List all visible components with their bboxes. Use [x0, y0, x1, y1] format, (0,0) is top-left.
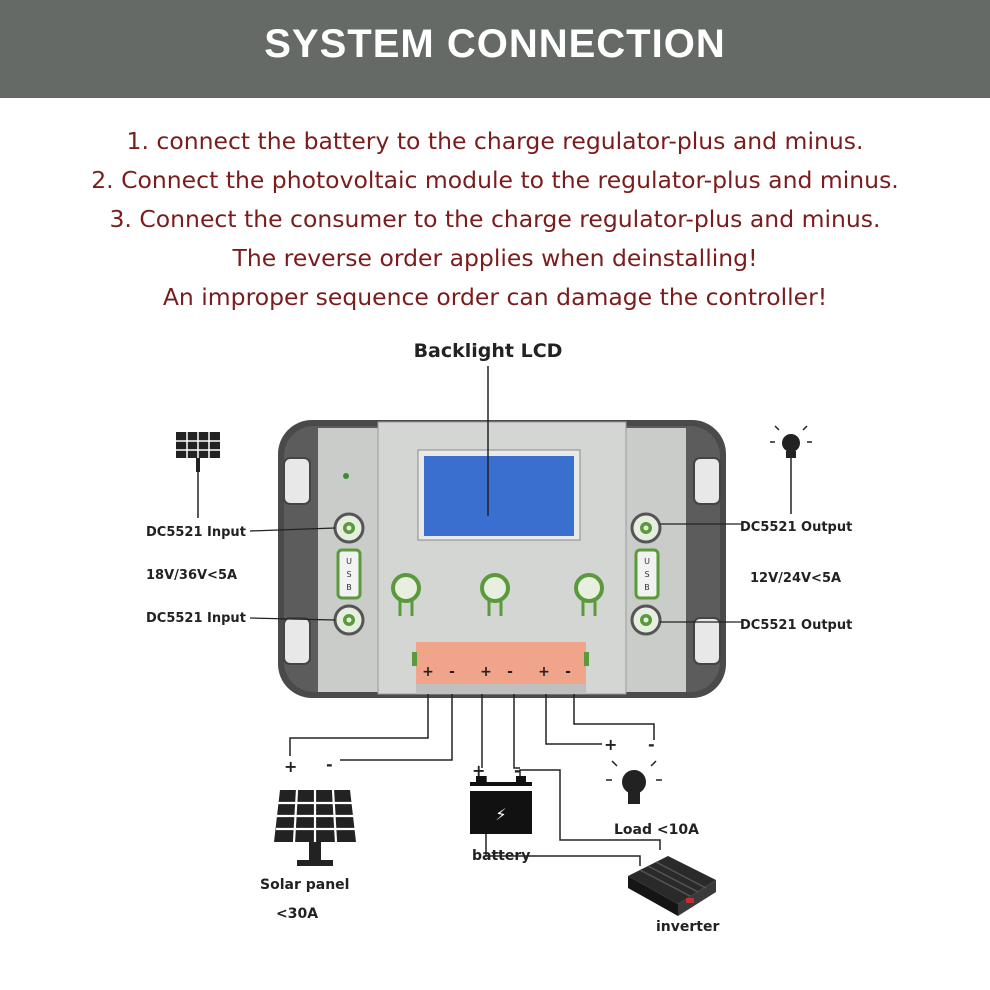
input-spec-label: 18V/36V<5A	[146, 568, 237, 583]
load-bulb-icon	[606, 760, 662, 804]
inverter-label: inverter	[656, 919, 719, 935]
battery-plus-sign: +	[472, 761, 485, 780]
output-bulb-icon	[770, 425, 812, 514]
dc-output-port-bottom	[630, 604, 662, 636]
lcd-screen	[424, 456, 574, 536]
output-spec-label: 12V/24V<5A	[750, 571, 841, 586]
dc-output-port-top	[630, 512, 662, 544]
mount-slot-bottom-right	[693, 617, 721, 665]
terminal-sign-2: -	[449, 664, 455, 680]
mount-slot-bottom-left	[283, 617, 311, 665]
knob-center	[480, 573, 510, 616]
usb-letter: U	[346, 557, 352, 566]
terminal-screws	[416, 684, 586, 694]
terminal-sign-6: -	[565, 664, 571, 680]
header-bar: SYSTEM CONNECTION	[0, 0, 990, 98]
instruction-line-2: 2. Connect the photovoltaic module to th…	[91, 166, 899, 194]
inverter-icon	[628, 856, 716, 916]
usb-letter: S	[346, 570, 351, 579]
solar-panel-label: Solar panel	[260, 877, 349, 893]
battery-label: battery	[472, 848, 530, 864]
terminal-clip	[584, 652, 589, 666]
terminal-sign-4: -	[507, 664, 513, 680]
instruction-line-1: 1. connect the battery to the charge reg…	[126, 127, 864, 155]
leader-line	[249, 527, 336, 532]
warning-line-2: An improper sequence order can damage th…	[162, 283, 828, 311]
knob-right	[574, 573, 604, 616]
solar-plus-sign: +	[284, 757, 297, 776]
usb-port-left: U S B	[336, 548, 362, 600]
terminal-clip	[412, 652, 417, 666]
battery-icon	[470, 776, 532, 834]
load-plus-sign: +	[604, 735, 617, 754]
terminal-block	[416, 642, 586, 686]
page-title: SYSTEM CONNECTION	[264, 22, 726, 66]
battery-minus-sign: -	[514, 761, 521, 780]
battery-bolt-icon: ⚡	[495, 805, 506, 824]
dc-output-label-top: DC5521 Output	[740, 520, 852, 535]
usb-port-right: U S B	[634, 548, 660, 600]
dc-input-label-top: DC5521 Input	[146, 525, 246, 540]
instructions-block: 1. connect the battery to the charge reg…	[0, 122, 990, 317]
dc-output-label-bottom: DC5521 Output	[740, 618, 852, 633]
usb-letter: B	[346, 583, 352, 592]
mount-slot-top-right	[693, 457, 721, 505]
warning-line-1: The reverse order applies when deinstall…	[232, 244, 758, 272]
mount-slot-top-left	[283, 457, 311, 505]
knob-left	[391, 573, 421, 616]
status-led	[343, 473, 349, 479]
instruction-line-3: 3. Connect the consumer to the charge re…	[109, 205, 881, 233]
solar-panel-icon	[274, 789, 356, 866]
lcd-label: Backlight LCD	[414, 340, 563, 362]
dc-input-label-bottom: DC5521 Input	[146, 611, 246, 626]
load-minus-sign: -	[648, 735, 655, 754]
solar-minus-sign: -	[326, 755, 333, 774]
load-label: Load <10A	[614, 822, 699, 838]
charge-controller: U S B U S B + - +	[278, 420, 726, 698]
solar-panel-spec: <30A	[276, 906, 318, 922]
terminal-sign-3: +	[480, 664, 492, 680]
usb-letter: B	[644, 583, 650, 592]
dc-input-port-bottom	[333, 604, 365, 636]
terminal-sign-5: +	[538, 664, 550, 680]
leader-line	[249, 617, 336, 621]
usb-letter: U	[644, 557, 650, 566]
terminal-sign-1: +	[422, 664, 434, 680]
solar-input-icon	[176, 432, 220, 518]
usb-letter: S	[644, 570, 649, 579]
dc-input-port-top	[333, 512, 365, 544]
